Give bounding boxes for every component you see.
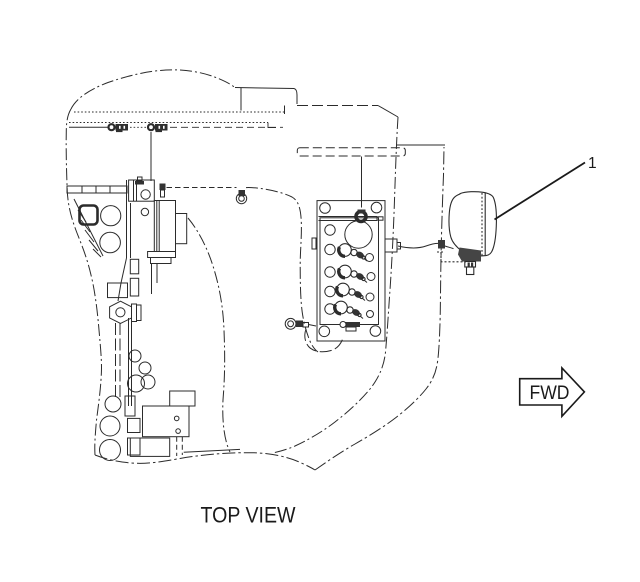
svg-text:TOP VIEW: TOP VIEW: [201, 503, 297, 528]
svg-text:1: 1: [588, 155, 597, 172]
svg-text:FWD: FWD: [530, 382, 570, 404]
